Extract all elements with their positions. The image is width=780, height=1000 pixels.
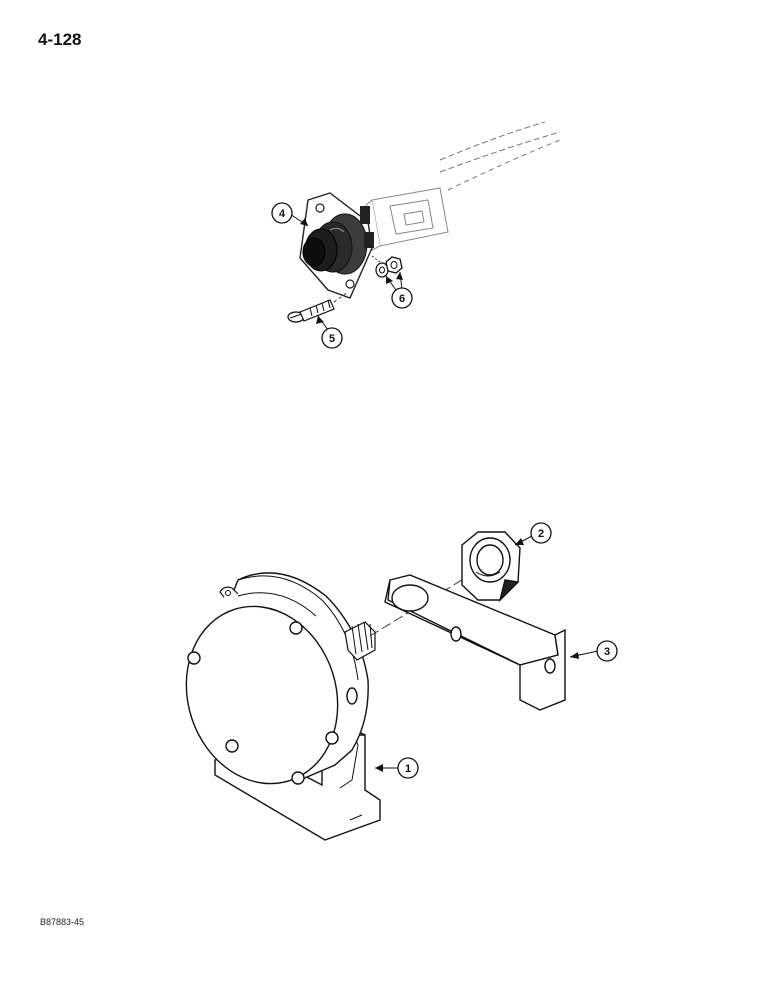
callout-label-4: 4 (279, 208, 286, 220)
callout-label-5: 5 (329, 333, 335, 345)
horn-switch (302, 206, 374, 275)
page-number: 4-128 (38, 30, 82, 49)
horn-body (185, 572, 381, 841)
callout-3: 3 (569, 640, 618, 662)
callout-6: 6 (385, 271, 413, 309)
nut-and-washer (371, 255, 403, 278)
callout-4: 4 (271, 202, 309, 227)
callout-label-3: 3 (604, 646, 610, 658)
callout-2: 2 (514, 522, 552, 546)
document-code: B87883-45 (40, 917, 85, 927)
callout-label-2: 2 (538, 528, 544, 540)
callout-label-1: 1 (405, 763, 411, 775)
screw (287, 291, 349, 323)
wire-harness (439, 121, 561, 191)
hex-nut (461, 531, 521, 603)
callout-label-6: 6 (399, 293, 405, 305)
callout-1: 1 (375, 757, 419, 779)
wire-connector (365, 187, 449, 251)
mounting-bracket (384, 574, 566, 711)
callout-5: 5 (316, 315, 343, 349)
